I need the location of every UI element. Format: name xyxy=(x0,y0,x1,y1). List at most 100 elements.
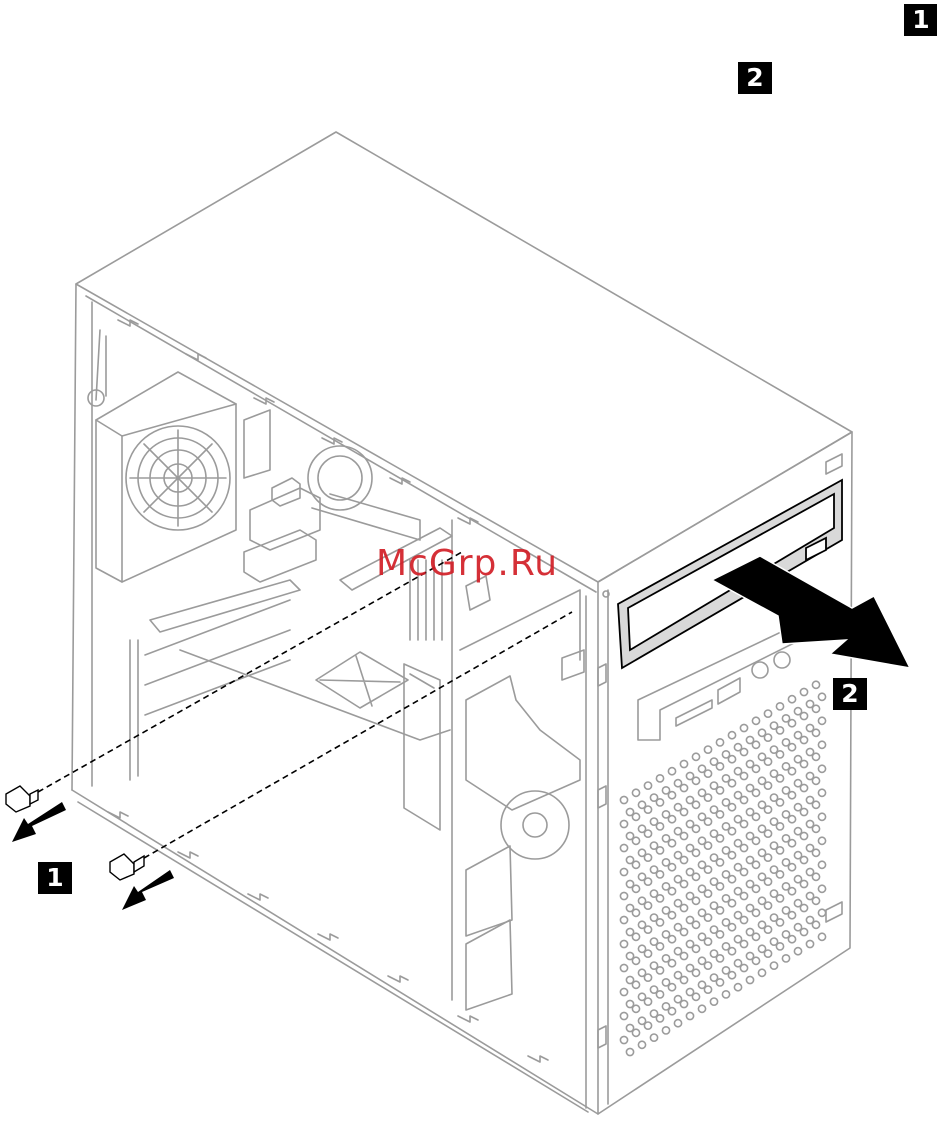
vent-hole xyxy=(704,818,711,825)
vent-hole xyxy=(668,864,675,871)
vent-hole xyxy=(656,799,663,806)
vent-hole xyxy=(656,1015,663,1022)
vent-hole xyxy=(800,688,807,695)
vent-hole xyxy=(728,876,735,883)
vent-hole xyxy=(620,820,627,827)
vent-hole xyxy=(680,1000,687,1007)
vent-hole xyxy=(746,976,753,983)
vent-hole xyxy=(704,746,711,753)
vent-hole xyxy=(728,828,735,835)
vent-hole xyxy=(704,866,711,873)
vent-hole xyxy=(692,897,699,904)
vent-hole xyxy=(740,844,747,851)
vent-hole xyxy=(668,888,675,895)
vent-hole xyxy=(812,849,819,856)
vent-hole xyxy=(812,777,819,784)
vent-hole xyxy=(638,1041,645,1048)
vent-hole xyxy=(818,885,825,892)
vent-hole xyxy=(818,909,825,916)
vent-hole xyxy=(752,813,759,820)
vent-hole xyxy=(722,991,729,998)
vent-hole xyxy=(740,940,747,947)
vent-hole xyxy=(686,1012,693,1019)
vent-hole xyxy=(632,1005,639,1012)
vent-hole xyxy=(752,909,759,916)
vent-hole xyxy=(650,1034,657,1041)
vent-hole xyxy=(632,981,639,988)
vent-hole xyxy=(764,734,771,741)
vent-hole xyxy=(800,904,807,911)
vent-hole xyxy=(752,717,759,724)
vent-hole xyxy=(644,974,651,981)
vent-hole xyxy=(728,780,735,787)
vent-hole xyxy=(704,890,711,897)
power-supply xyxy=(88,330,236,582)
vent-hole xyxy=(800,832,807,839)
vent-hole xyxy=(818,813,825,820)
vent-hole xyxy=(632,957,639,964)
vent-hole xyxy=(728,804,735,811)
vent-hole xyxy=(716,859,723,866)
vent-hole xyxy=(668,912,675,919)
vent-hole xyxy=(692,873,699,880)
vent-hole xyxy=(818,837,825,844)
vent-hole xyxy=(764,902,771,909)
vent-hole xyxy=(680,952,687,959)
step-1-callout: 1 xyxy=(38,862,72,894)
vent-hole xyxy=(806,940,813,947)
screw-icon xyxy=(110,854,144,880)
vent-hole xyxy=(704,986,711,993)
vent-hole xyxy=(788,696,795,703)
vent-hole xyxy=(704,842,711,849)
vent-hole xyxy=(692,849,699,856)
vent-hole xyxy=(800,760,807,767)
vent-hole xyxy=(692,945,699,952)
vent-hole xyxy=(776,799,783,806)
vent-hole xyxy=(710,998,717,1005)
vent-hole xyxy=(668,960,675,967)
vent-hole xyxy=(752,789,759,796)
vent-hole xyxy=(782,955,789,962)
vent-hole xyxy=(668,984,675,991)
vent-hole xyxy=(800,928,807,935)
vent-hole xyxy=(752,933,759,940)
vent-hole xyxy=(632,885,639,892)
vent-hole xyxy=(632,789,639,796)
vent-hole xyxy=(776,847,783,854)
vent-hole xyxy=(620,940,627,947)
vent-hole xyxy=(752,741,759,748)
vent-hole xyxy=(692,825,699,832)
vent-hole xyxy=(656,895,663,902)
vent-hole xyxy=(644,830,651,837)
vent-hole xyxy=(680,832,687,839)
vent-hole xyxy=(704,770,711,777)
step-2-callout: 2 xyxy=(833,678,867,710)
vent-hole xyxy=(644,902,651,909)
vent-hole xyxy=(776,919,783,926)
vent-hole xyxy=(632,933,639,940)
vent-hole xyxy=(680,976,687,983)
vent-hole xyxy=(656,967,663,974)
screw-path-lines xyxy=(38,552,572,858)
case-left-edge xyxy=(72,284,76,790)
vent-hole xyxy=(632,909,639,916)
vent-hole xyxy=(800,808,807,815)
vent-hole xyxy=(776,895,783,902)
vent-hole xyxy=(764,878,771,885)
vent-hole xyxy=(764,806,771,813)
vent-hole xyxy=(764,830,771,837)
vent-hole xyxy=(644,926,651,933)
vent-hole xyxy=(752,861,759,868)
vent-hole xyxy=(776,775,783,782)
vent-hole xyxy=(788,936,795,943)
vent-hole xyxy=(776,751,783,758)
vent-hole xyxy=(788,720,795,727)
vent-hole xyxy=(728,924,735,931)
vent-hole xyxy=(728,852,735,859)
vent-hole xyxy=(788,816,795,823)
vent-hole xyxy=(716,811,723,818)
vent-hole xyxy=(800,736,807,743)
vent-hole xyxy=(818,861,825,868)
vent-hole xyxy=(692,801,699,808)
vent-hole xyxy=(788,792,795,799)
